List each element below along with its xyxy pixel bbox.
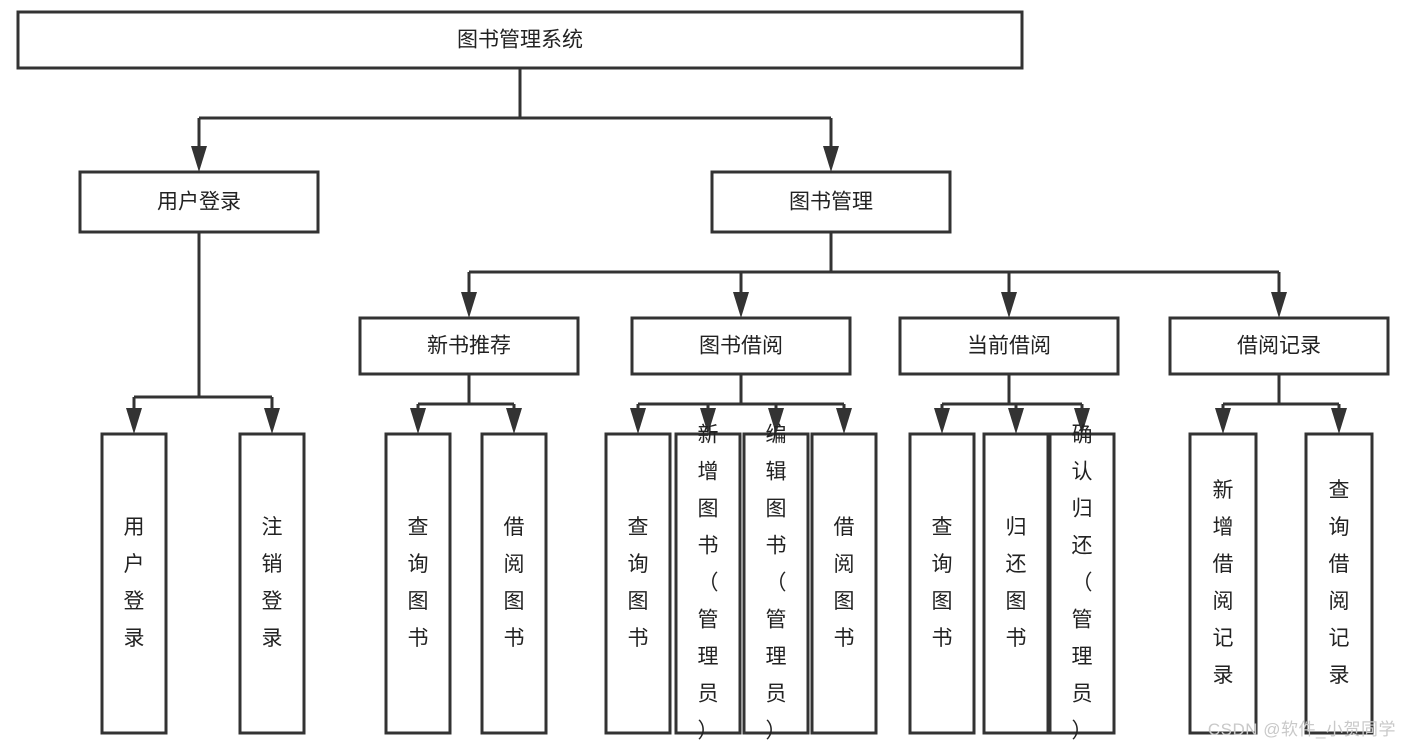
node-leaf-query-book-1[interactable]: 查询图书 (384, 432, 452, 735)
node-box-leaf-query-book-2 (604, 432, 672, 735)
node-layer: 图书管理系统用户登录图书管理新书推荐图书借阅当前借阅借阅记录用户登录注销登录查询… (16, 10, 1390, 743)
node-label-user-login: 用户登录 (157, 191, 241, 214)
node-label-leaf-edit-book: 编辑图书（管理员） (766, 424, 787, 743)
node-leaf-query-book-3[interactable]: 查询图书 (908, 432, 976, 735)
node-new-book-recommend[interactable]: 新书推荐 (358, 316, 580, 376)
node-box-borrow-record (1168, 316, 1390, 376)
node-label-leaf-query-book-1: 查询图书 (408, 516, 429, 650)
node-root[interactable]: 图书管理系统 (16, 10, 1024, 70)
connector-layer (126, 68, 1347, 434)
node-label-leaf-user-login: 用户登录 (124, 516, 145, 650)
node-label-leaf-add-book: 新增图书（管理员） (698, 424, 719, 743)
node-leaf-add-record[interactable]: 新增借阅记录 (1188, 432, 1258, 735)
node-box-leaf-add-book (674, 432, 742, 735)
node-leaf-logout[interactable]: 注销登录 (238, 432, 306, 735)
node-box-leaf-confirm-return (1048, 432, 1116, 735)
node-label-leaf-confirm-return: 确认归还（管理员） (1072, 424, 1093, 743)
node-box-user-login (78, 170, 320, 234)
node-label-leaf-query-book-3: 查询图书 (932, 516, 953, 650)
node-borrow-record[interactable]: 借阅记录 (1168, 316, 1390, 376)
node-label-leaf-query-record: 查询借阅记录 (1329, 479, 1350, 687)
node-box-leaf-user-login (100, 432, 168, 735)
node-box-leaf-query-book-3 (908, 432, 976, 735)
node-user-login[interactable]: 用户登录 (78, 170, 320, 234)
node-label-leaf-return-book: 归还图书 (1006, 516, 1027, 650)
node-box-leaf-borrow-book-1 (480, 432, 548, 735)
node-box-book-borrow (630, 316, 852, 376)
watermark-text: CSDN @软件_小贺同学 (1207, 720, 1396, 739)
node-label-current-borrow: 当前借阅 (967, 335, 1051, 358)
node-label-leaf-borrow-book-2: 借阅图书 (834, 516, 855, 650)
node-leaf-borrow-book-1[interactable]: 借阅图书 (480, 432, 548, 735)
node-book-borrow[interactable]: 图书借阅 (630, 316, 852, 376)
node-label-book-management: 图书管理 (789, 191, 873, 214)
node-box-leaf-return-book (982, 432, 1050, 735)
node-box-leaf-logout (238, 432, 306, 735)
node-leaf-confirm-return[interactable]: 确认归还（管理员） (1048, 424, 1116, 743)
node-leaf-edit-book[interactable]: 编辑图书（管理员） (742, 424, 810, 743)
node-box-leaf-edit-book (742, 432, 810, 735)
node-leaf-query-book-2[interactable]: 查询图书 (604, 432, 672, 735)
node-label-leaf-logout: 注销登录 (262, 516, 283, 650)
node-current-borrow[interactable]: 当前借阅 (898, 316, 1120, 376)
node-book-management[interactable]: 图书管理 (710, 170, 952, 234)
node-label-leaf-add-record: 新增借阅记录 (1213, 479, 1234, 687)
node-box-leaf-add-record (1188, 432, 1258, 735)
node-leaf-return-book[interactable]: 归还图书 (982, 432, 1050, 735)
node-box-current-borrow (898, 316, 1120, 376)
node-box-leaf-query-record (1304, 432, 1374, 735)
node-box-root (16, 10, 1024, 70)
node-leaf-user-login[interactable]: 用户登录 (100, 432, 168, 735)
node-leaf-query-record[interactable]: 查询借阅记录 (1304, 432, 1374, 735)
node-label-borrow-record: 借阅记录 (1237, 335, 1321, 358)
node-label-new-book-recommend: 新书推荐 (427, 335, 511, 358)
node-leaf-add-book[interactable]: 新增图书（管理员） (674, 424, 742, 743)
node-label-book-borrow: 图书借阅 (699, 335, 783, 358)
node-label-leaf-query-book-2: 查询图书 (628, 516, 649, 650)
node-box-new-book-recommend (358, 316, 580, 376)
node-box-leaf-borrow-book-2 (810, 432, 878, 735)
node-label-root: 图书管理系统 (457, 29, 583, 52)
node-leaf-borrow-book-2[interactable]: 借阅图书 (810, 432, 878, 735)
node-box-book-management (710, 170, 952, 234)
node-box-leaf-query-book-1 (384, 432, 452, 735)
node-label-leaf-borrow-book-1: 借阅图书 (504, 516, 525, 650)
